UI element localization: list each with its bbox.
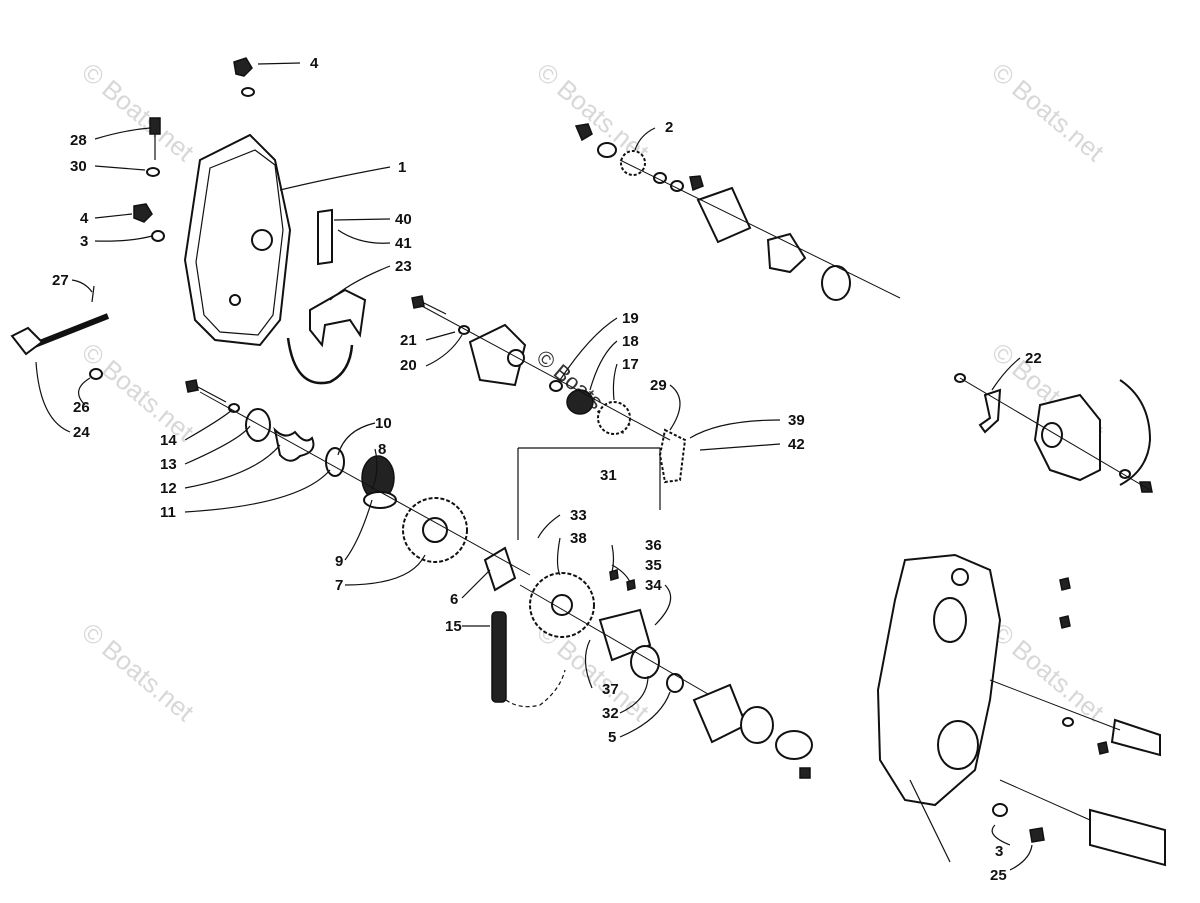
callout-4-top: 4 <box>310 55 319 72</box>
callout-33: 33 <box>570 507 587 524</box>
callout-4: 4 <box>80 210 89 227</box>
driven-sprocket-assembly <box>185 379 531 592</box>
callout-14: 14 <box>160 432 177 449</box>
callout-5: 5 <box>608 729 616 746</box>
callout-42: 42 <box>788 436 805 453</box>
watermark: © Boats.net <box>76 617 200 728</box>
callout-20: 20 <box>400 357 417 374</box>
callout-37: 37 <box>602 681 619 698</box>
callout-9: 9 <box>335 553 343 570</box>
callout-41: 41 <box>395 235 412 252</box>
cover-cap-bolt <box>233 57 255 97</box>
sprocket-17 <box>411 295 687 484</box>
callout-11: 11 <box>160 504 176 521</box>
callout-6: 6 <box>450 591 458 608</box>
watermark: © Boats.net <box>531 57 655 168</box>
callout-35: 35 <box>645 557 662 574</box>
callout-21: 21 <box>400 332 417 349</box>
callout-19: 19 <box>622 310 639 327</box>
callout-26: 26 <box>73 399 90 416</box>
chaincase-cover <box>183 133 292 347</box>
watermark: © Boats.net <box>986 57 1110 168</box>
callout-25: 25 <box>990 867 1007 884</box>
bracket-22-assembly <box>954 373 1153 493</box>
callout-38: 38 <box>570 530 587 547</box>
bracket-23 <box>309 288 367 348</box>
chaincase-housing <box>876 553 1166 867</box>
chain-tensioner-wire <box>286 337 354 385</box>
cover-bolt-washer <box>133 203 165 242</box>
callout-31: 31 <box>600 467 617 484</box>
callout-10: 10 <box>375 415 392 432</box>
drive-chain <box>491 611 566 708</box>
callout-13: 13 <box>160 456 177 473</box>
callout-3: 3 <box>80 233 88 250</box>
callout-17: 17 <box>622 356 639 373</box>
callout-34: 34 <box>645 577 662 594</box>
callout-29: 29 <box>650 377 667 394</box>
callout-30: 30 <box>70 158 87 175</box>
watermark: © Boats.net <box>76 337 200 448</box>
callout-18: 18 <box>622 333 639 350</box>
callout-36: 36 <box>645 537 662 554</box>
callout-22: 22 <box>1025 350 1042 367</box>
callout-2: 2 <box>665 119 673 136</box>
upper-shaft-assembly <box>574 123 901 301</box>
watermark: © Boats.net <box>986 617 1110 728</box>
leader-lines <box>35 62 1033 871</box>
callout-labels: 4 1 28 30 4 3 40 41 23 27 26 24 2 19 18 … <box>52 55 1042 884</box>
callout-7: 7 <box>335 577 343 594</box>
callout-8: 8 <box>378 441 386 458</box>
callout-3-lower: 3 <box>995 843 1003 860</box>
callout-32: 32 <box>602 705 619 722</box>
callout-40: 40 <box>395 211 412 228</box>
watermark: © Boats.net <box>76 57 200 168</box>
sprocket-38-group <box>519 569 771 731</box>
lower-bearing-plate <box>692 683 813 779</box>
callout-15: 15 <box>445 618 462 635</box>
callout-23: 23 <box>395 258 412 275</box>
callout-24: 24 <box>73 424 90 441</box>
callout-39: 39 <box>788 412 805 429</box>
callout-12: 12 <box>160 480 177 497</box>
shaft-24 <box>10 285 110 380</box>
callout-27: 27 <box>52 272 69 289</box>
callout-1: 1 <box>398 159 406 176</box>
dipstick <box>146 117 161 177</box>
callout-28: 28 <box>70 132 87 149</box>
plate-40 <box>317 208 333 266</box>
